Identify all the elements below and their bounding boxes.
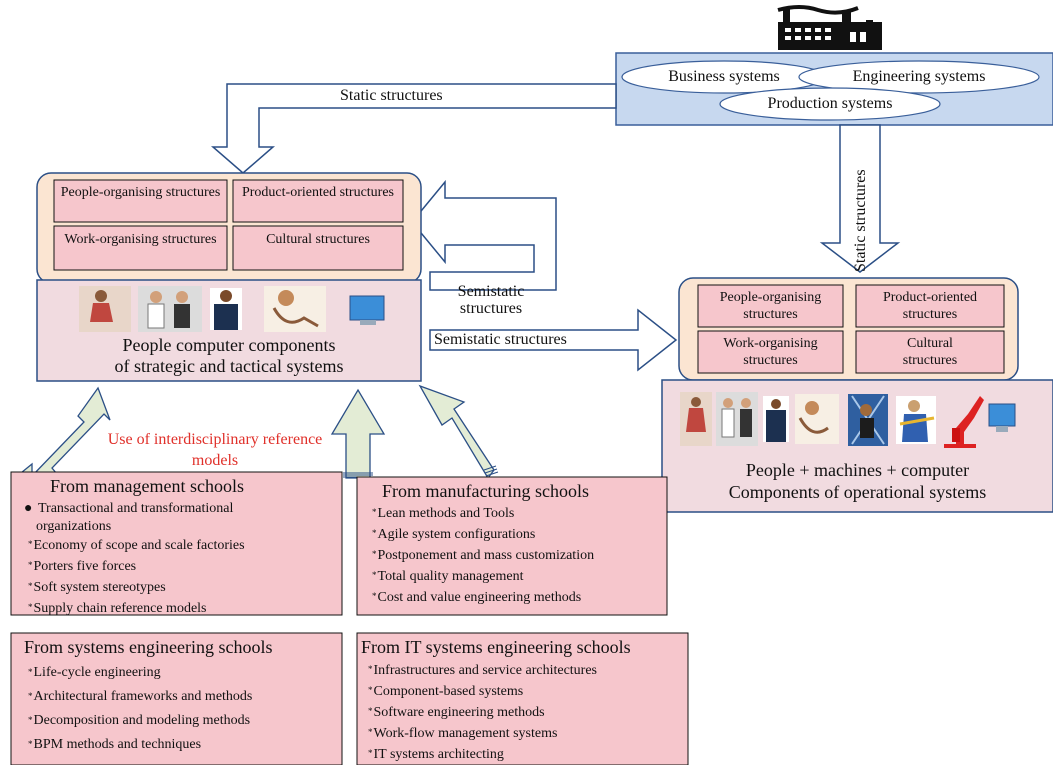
semistatic-right-label: Semistatic structures xyxy=(434,331,567,348)
list-item: *Component-based systems xyxy=(368,684,524,699)
semistatic-loop-label: Semistatic structures xyxy=(457,283,525,317)
list-item: *IT systems architecting xyxy=(368,747,504,762)
bullet-icon: ● xyxy=(24,501,33,516)
it-engineering-schools-title: From IT systems engineering schools xyxy=(361,637,631,657)
list-item: *Economy of scope and scale factories xyxy=(28,538,245,553)
strategic-caption-line1: People computer components xyxy=(122,335,336,355)
static-structures-vertical-arrow xyxy=(819,124,901,273)
strategic-people-organising: People-organising structures xyxy=(60,185,221,200)
management-schools-title: From management schools xyxy=(50,476,244,496)
list-item: *Postponement and mass customization xyxy=(372,548,595,563)
manufacturing-items: *Lean methods and Tools *Agile system co… xyxy=(372,503,594,608)
management-bullet-text: Transactional and transformational organ… xyxy=(35,501,234,534)
semistatic-loop-arrow xyxy=(411,179,557,291)
production-systems-label: Production systems xyxy=(767,95,893,112)
it-engineering-schools-box xyxy=(356,632,689,765)
management-schools-box xyxy=(10,471,343,616)
list-item: *Supply chain reference models xyxy=(28,601,207,616)
strategic-cultural: Cultural structures xyxy=(266,232,370,247)
business-systems-label: Business systems xyxy=(668,68,780,85)
list-item: *Life-cycle engineering xyxy=(28,665,161,680)
list-item: *BPM methods and techniques xyxy=(28,737,202,752)
engineering-systems-label: Engineering systems xyxy=(852,68,986,85)
operational-work-organising: Work-organising structures xyxy=(723,336,818,368)
list-item: *Infrastructures and service architectur… xyxy=(368,663,597,678)
list-item: *Decomposition and modeling methods xyxy=(28,713,251,728)
operational-caption-line1: People + machines + computer xyxy=(745,460,970,480)
systems-engineering-items: *Life-cycle engineering *Architectural f… xyxy=(28,661,252,757)
operational-cultural: Cultural structures xyxy=(902,336,958,368)
manufacturing-schools-box xyxy=(356,476,668,616)
reference-arrow-1 xyxy=(14,386,111,481)
list-item: *Total quality management xyxy=(372,569,524,584)
systems-engineering-schools-box xyxy=(10,632,343,765)
list-item: *Work-flow management systems xyxy=(368,726,558,741)
factory-icon xyxy=(777,5,882,50)
people-icons-strategic xyxy=(79,286,385,332)
manufacturing-schools-title: From manufacturing schools xyxy=(382,481,589,501)
people-machine-icons-operational xyxy=(680,392,1016,448)
reference-arrow-2 xyxy=(330,388,386,479)
strategic-product-oriented: Product-oriented structures xyxy=(241,185,394,200)
static-structures-label: Static structures xyxy=(340,87,443,104)
engineering-systems-ellipse xyxy=(798,60,1040,94)
static-structures-vertical-label: Static structures xyxy=(852,169,869,272)
list-item: *Lean methods and Tools xyxy=(372,506,515,521)
strategic-caption-line2: of strategic and tactical systems xyxy=(114,356,344,376)
operational-people-organising: People-organising structures xyxy=(719,290,822,322)
list-item: *Software engineering methods xyxy=(368,705,545,720)
production-systems-ellipse xyxy=(719,87,941,121)
management-items: *Economy of scope and scale factories *P… xyxy=(28,535,245,619)
list-item: *Architectural frameworks and methods xyxy=(28,689,253,704)
operational-caption-line2: Components of operational systems xyxy=(728,482,987,502)
reference-arrow-3 xyxy=(418,384,495,480)
list-item: *Agile system configurations xyxy=(372,527,536,542)
management-bullet-item: ● Transactional and transformational org… xyxy=(24,500,276,536)
operational-product-oriented: Product-oriented structures xyxy=(882,290,978,322)
list-item: *Cost and value engineering methods xyxy=(372,590,582,605)
reference-models-label: Use of interdisciplinary reference model… xyxy=(107,431,323,469)
semistatic-right-arrow xyxy=(429,308,678,372)
list-item: *Porters five forces xyxy=(28,559,137,574)
strategic-work-organising: Work-organising structures xyxy=(64,232,217,247)
systems-engineering-schools-title: From systems engineering schools xyxy=(24,637,273,657)
it-engineering-items: *Infrastructures and service architectur… xyxy=(368,660,597,765)
list-item: *Soft system stereotypes xyxy=(28,580,166,595)
static-structures-arrow xyxy=(210,83,617,174)
robot-arm-icon xyxy=(944,396,984,448)
